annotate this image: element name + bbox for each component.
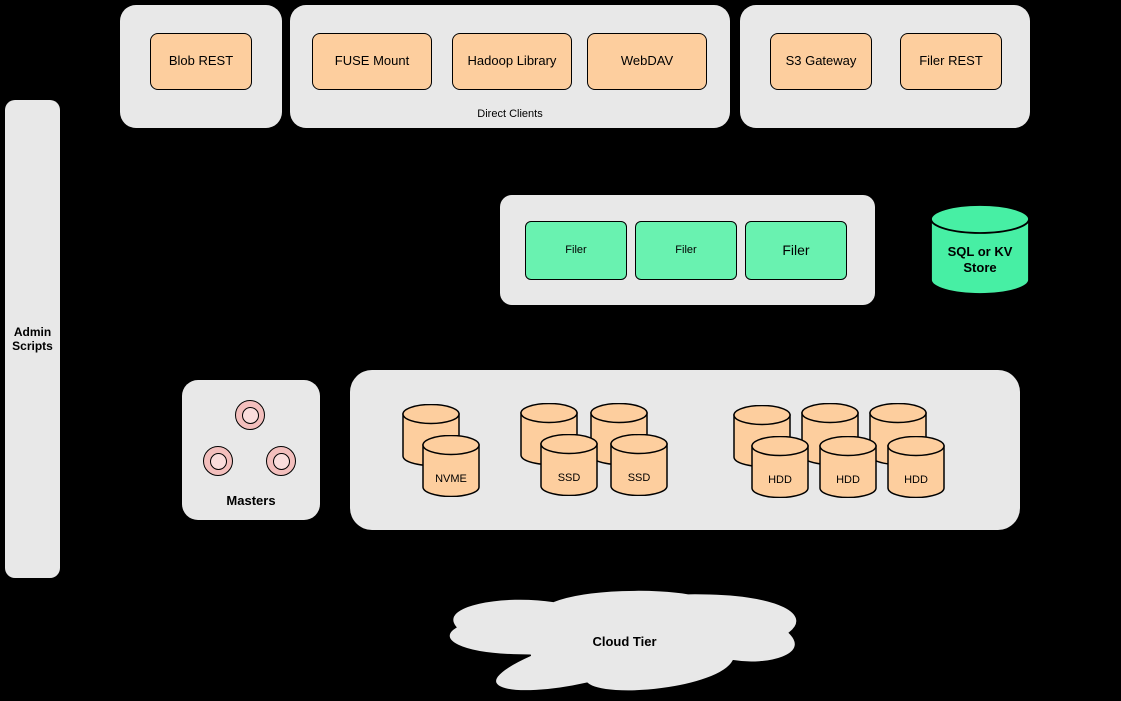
cloud-icon	[448, 589, 798, 692]
direct-clients-group: FUSE Mount Hadoop Library WebDAV Direct …	[290, 5, 730, 128]
webdav-node: WebDAV	[587, 33, 707, 90]
hdd-volume-cylinder: HDD	[887, 436, 945, 498]
ssd-label: SSD	[557, 472, 581, 484]
volume-servers-group: NVME SSD SSD HDD	[350, 370, 1020, 530]
hdd-volume-cylinder: HDD	[751, 436, 809, 498]
ssd-volume-cylinder: SSD	[540, 434, 598, 496]
filer-group: Filer Filer Filer	[500, 195, 875, 305]
filer-node-2: Filer	[635, 221, 737, 280]
hdd-volume-cylinder: HDD	[819, 436, 877, 498]
database-cylinder-icon	[930, 204, 1030, 295]
fuse-mount-node: FUSE Mount	[312, 33, 432, 90]
admin-scripts-label: Admin Scripts	[12, 324, 53, 353]
hdd-label: HDD	[768, 474, 792, 486]
hdd-label: HDD	[904, 474, 928, 486]
filer-node-3: Filer	[745, 221, 847, 280]
master-node-icon	[235, 400, 265, 430]
gateway-group: S3 Gateway Filer REST	[740, 5, 1030, 128]
cloud-tier-label: Cloud Tier	[592, 634, 657, 649]
hadoop-library-node: Hadoop Library	[452, 33, 572, 90]
hdd-label: HDD	[836, 474, 860, 486]
direct-clients-caption: Direct Clients	[477, 108, 543, 120]
s3-gateway-node: S3 Gateway	[770, 33, 872, 90]
admin-scripts-panel: Admin Scripts	[5, 100, 60, 578]
nvme-label: NVME	[435, 473, 467, 485]
masters-caption: Masters	[226, 493, 276, 508]
master-node-icon	[203, 446, 233, 476]
cloud-tier-shape: Cloud Tier	[437, 588, 812, 700]
sql-kv-store-label: SQL or KV Store	[947, 244, 1013, 276]
blob-rest-node: Blob REST	[150, 33, 252, 90]
blob-client-group: Blob REST	[120, 5, 282, 128]
master-node-icon	[266, 446, 296, 476]
masters-group: Masters	[182, 380, 320, 520]
sql-kv-store-cylinder: SQL or KV Store	[930, 204, 1030, 296]
filer-rest-node: Filer REST	[900, 33, 1002, 90]
nvme-volume-cylinder: NVME	[422, 435, 480, 497]
ssd-label: SSD	[627, 472, 651, 484]
filer-node-1: Filer	[525, 221, 627, 280]
ssd-volume-cylinder: SSD	[610, 434, 668, 496]
